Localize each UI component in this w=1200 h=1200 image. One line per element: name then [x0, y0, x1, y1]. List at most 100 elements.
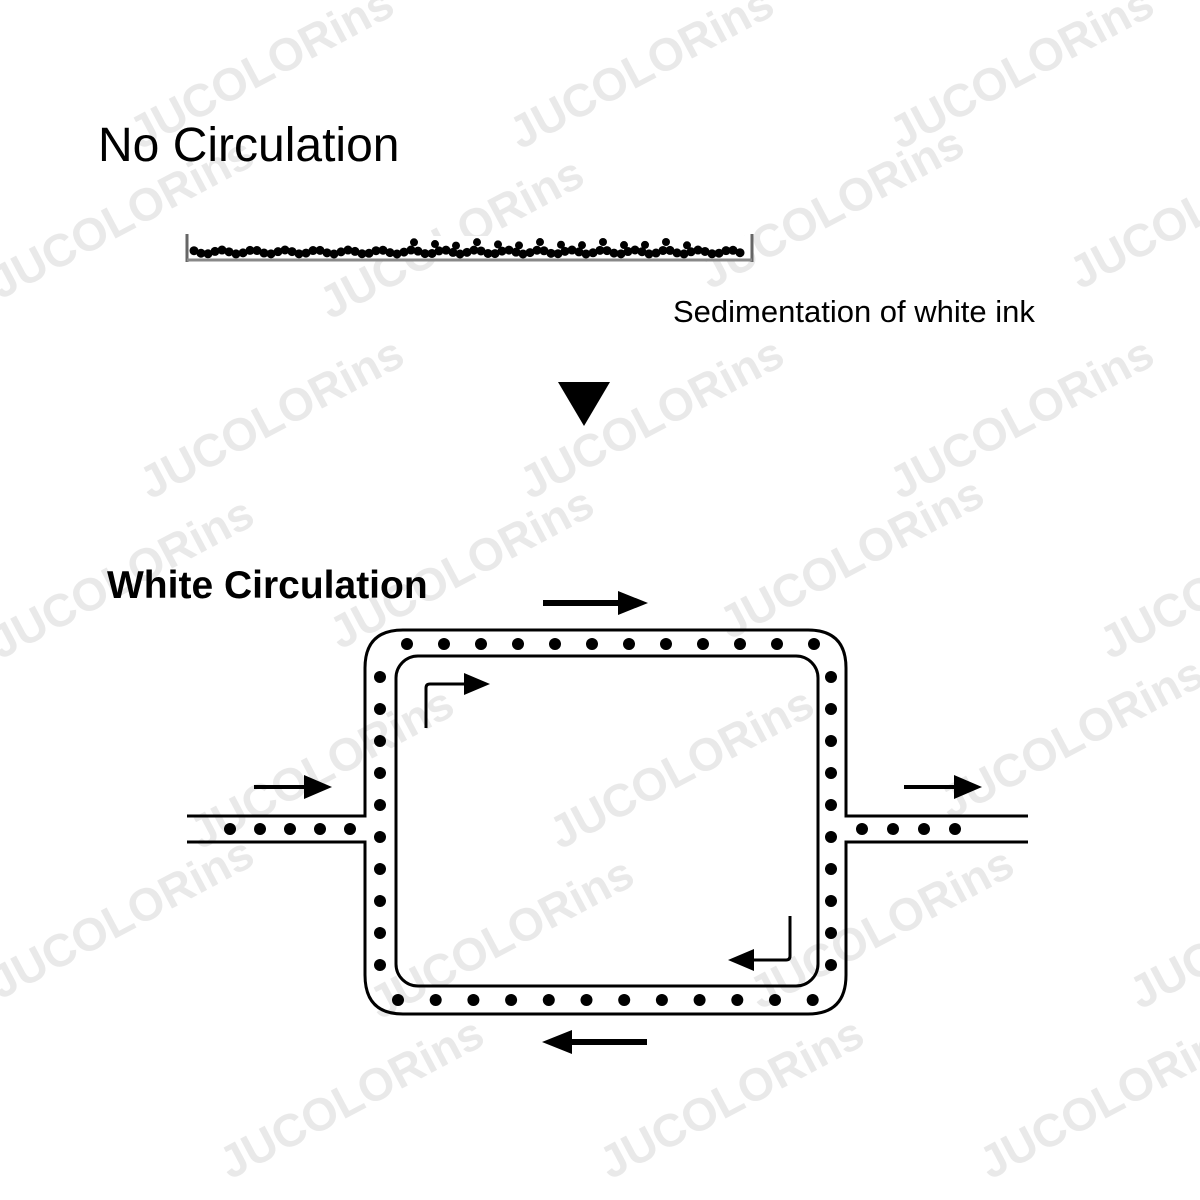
ink-particle: [224, 823, 236, 835]
sediment-particle: [504, 245, 514, 255]
ink-particle: [254, 823, 266, 835]
ink-particle: [438, 638, 450, 650]
ink-particle: [856, 823, 868, 835]
ink-particle: [505, 994, 518, 1006]
ink-particle: [918, 823, 930, 835]
sediment-particle: [602, 246, 612, 256]
sediment-particle: [448, 247, 458, 257]
sediment-particle: [546, 248, 556, 258]
sediment-particle: [364, 248, 374, 258]
sediment-particle: [679, 249, 689, 259]
ink-particle: [374, 927, 386, 939]
sediment-particle: [525, 248, 535, 258]
ink-particle: [825, 895, 837, 907]
sediment-particle: [210, 246, 220, 256]
ink-particle: [374, 895, 386, 907]
sediment-particle: [455, 249, 465, 259]
sediment-particle: [515, 241, 523, 250]
ink-particle: [401, 638, 413, 650]
ink-particle: [512, 638, 524, 650]
ink-particles: [224, 638, 961, 1006]
sediment-particle: [259, 248, 269, 258]
ink-particle: [374, 863, 386, 875]
ink-particle: [825, 767, 837, 779]
sediment-particle: [231, 249, 241, 259]
flow-arrow-top: [543, 591, 648, 615]
sediment-particle: [557, 240, 565, 249]
sediment-particle: [497, 246, 507, 256]
sediment-particle: [578, 241, 586, 250]
sediment-particle: [252, 246, 262, 256]
ink-particle: [887, 823, 899, 835]
sediment-particle: [371, 246, 381, 256]
sediment-particle: [630, 245, 640, 255]
sediment-particle: [329, 249, 339, 259]
sediment-particle: [560, 246, 570, 256]
ink-particle: [825, 831, 837, 843]
sediment-particle: [536, 238, 544, 247]
sediment-particle: [189, 246, 199, 256]
sediment-particle: [599, 238, 607, 247]
sediment-particle: [672, 248, 682, 258]
sediment-particle: [641, 240, 649, 249]
ink-particle: [344, 823, 356, 835]
sediment-particle: [315, 245, 325, 255]
sediment-particle: [511, 247, 521, 257]
sediment-particle: [490, 249, 500, 259]
sediment-particle: [483, 248, 493, 258]
sediment-particle: [735, 248, 745, 258]
sediment-particle: [588, 248, 598, 258]
sediment-particle: [567, 245, 577, 255]
sediment-particle: [620, 241, 628, 250]
sediment-particle: [294, 249, 304, 259]
sediment-particle: [238, 248, 248, 258]
ink-particle: [429, 994, 442, 1006]
sediment-particle: [728, 245, 738, 255]
sediment-particle: [336, 247, 346, 257]
ink-particle: [697, 638, 709, 650]
sediment-particle: [462, 247, 472, 257]
sediment-particle: [357, 249, 367, 259]
sediment-particle: [196, 248, 206, 258]
sediment-particle: [406, 245, 416, 255]
ink-particle: [374, 703, 386, 715]
sediment-particle: [392, 249, 402, 259]
sediment-particle: [413, 246, 423, 256]
sediment-particle: [420, 249, 430, 259]
sediment-particles: [189, 238, 745, 259]
sediment-particle: [686, 247, 696, 257]
white-circulation-title: White Circulation: [107, 564, 428, 607]
sediment-particle: [693, 245, 703, 255]
ink-particle: [542, 994, 555, 1006]
sediment-particle: [700, 246, 710, 256]
turn-arrow-bottom-right-icon: [728, 916, 792, 971]
sediment-particle: [378, 245, 388, 255]
ink-particle: [374, 959, 386, 971]
no-circulation-title: No Circulation: [98, 119, 400, 172]
sediment-particle: [662, 238, 670, 247]
sediment-particle: [203, 249, 213, 259]
ink-particle: [825, 671, 837, 683]
ink-particle: [825, 799, 837, 811]
sediment-particle: [707, 249, 717, 259]
sediment-particle: [532, 245, 542, 255]
sediment-particle: [518, 249, 528, 259]
ink-particle: [734, 638, 746, 650]
sediment-particle: [623, 247, 633, 257]
sedimentation-caption: Sedimentation of white ink: [673, 294, 1035, 329]
ink-particle: [825, 863, 837, 875]
ink-particle: [825, 927, 837, 939]
ink-particle: [549, 638, 561, 650]
ink-particle: [467, 994, 480, 1006]
sediment-particle: [494, 240, 502, 249]
sediment-particle: [385, 248, 395, 258]
sediment-particle: [595, 245, 605, 255]
sediment-particle: [539, 246, 549, 256]
ink-particle: [623, 638, 635, 650]
sediment-particle: [224, 247, 234, 257]
ink-particle: [374, 831, 386, 843]
ink-particle: [586, 638, 598, 650]
sediment-particle: [308, 246, 318, 256]
ink-particle: [374, 735, 386, 747]
sediment-particle: [350, 246, 360, 256]
